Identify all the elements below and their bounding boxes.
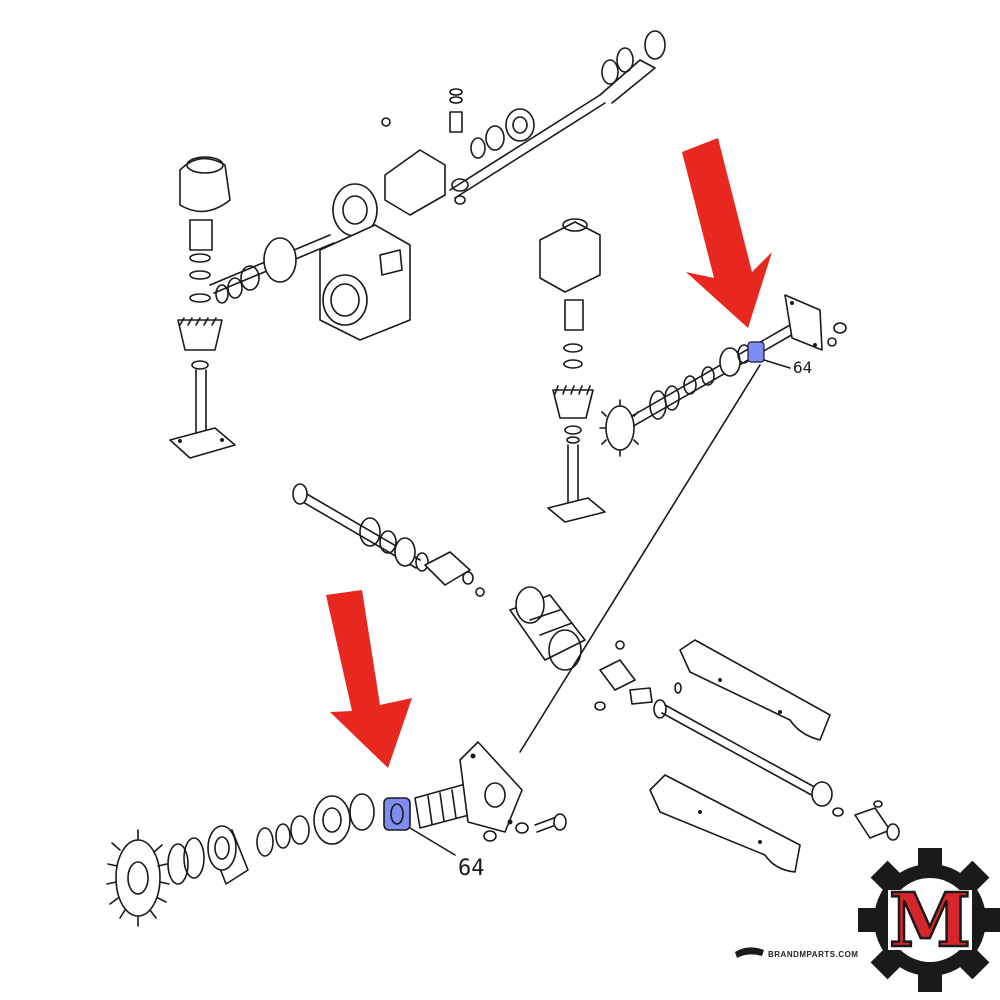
watermark: BRANDMPARTS.COM <box>735 947 858 959</box>
top-left-assembly <box>169 30 666 459</box>
gear-logo-icon: M <box>858 848 1000 992</box>
arrow-down-icon <box>682 138 772 328</box>
highlighted-part-64-lower[interactable] <box>383 797 411 831</box>
driveshaft-assembly <box>594 639 900 873</box>
lower-detail-assembly <box>106 741 567 927</box>
callout-label-upper: 64 <box>793 358 812 377</box>
watermark-text: BRANDMPARTS.COM <box>768 950 858 959</box>
middle-assembly <box>292 483 586 671</box>
top-right-assembly <box>539 218 847 523</box>
leader-line <box>519 364 761 753</box>
callout-label-lower: 64 <box>458 856 485 881</box>
logo-letter: M <box>889 878 971 964</box>
highlighted-part-64-upper[interactable] <box>747 341 765 363</box>
arrow-down-icon <box>326 590 412 768</box>
